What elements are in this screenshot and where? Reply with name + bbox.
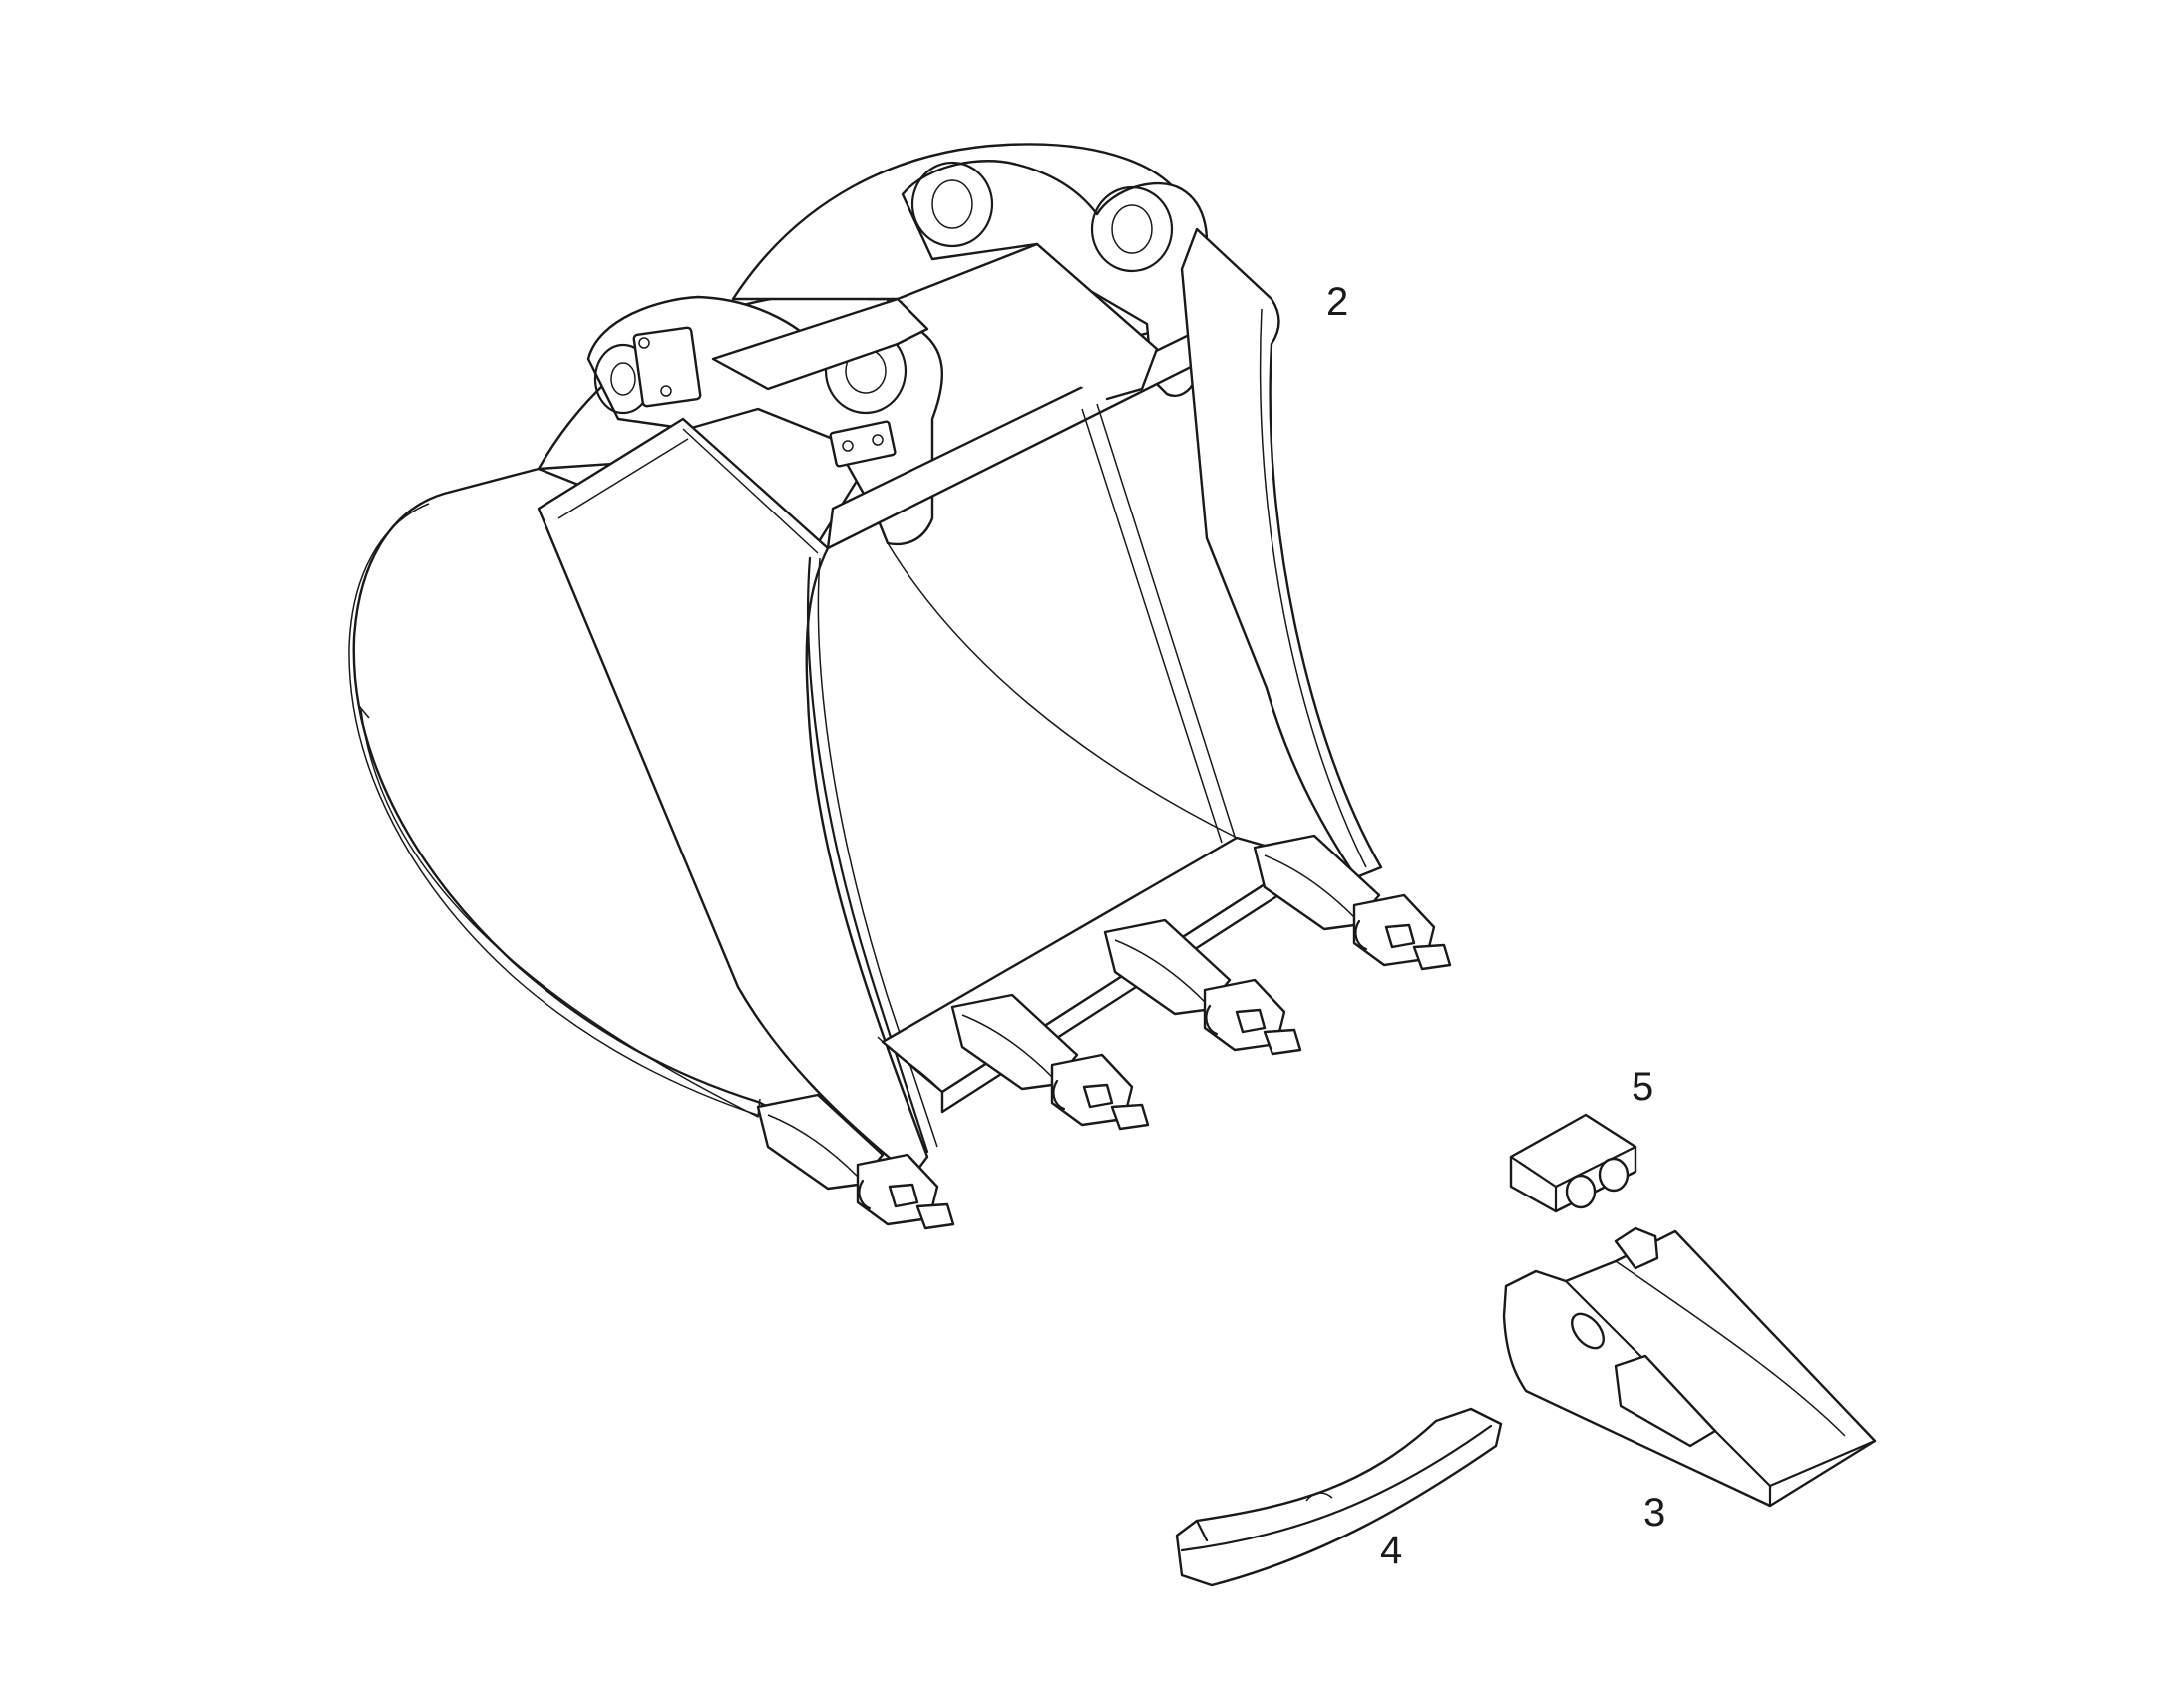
bucket-assembly bbox=[348, 143, 1452, 1230]
retainer-part bbox=[1509, 1113, 1637, 1213]
callout-5: 5 bbox=[1632, 1065, 1654, 1109]
lock-plate bbox=[632, 326, 702, 408]
right-ear-bore-1 bbox=[910, 161, 994, 248]
callout-2: 2 bbox=[1326, 280, 1349, 324]
tooth-adapter-4 bbox=[1253, 834, 1452, 971]
right-ear-plate bbox=[901, 160, 1209, 397]
callout-3: 3 bbox=[1643, 1491, 1666, 1535]
tooth-adapter-2 bbox=[950, 993, 1150, 1131]
tooth-pin-hole bbox=[1570, 1312, 1606, 1350]
bucket-tooth-part bbox=[1502, 1226, 1877, 1508]
wear-strip-part bbox=[1175, 1407, 1503, 1587]
bucket-right-side-plate bbox=[1180, 227, 1383, 879]
bucket-front-side-panel bbox=[537, 417, 929, 1179]
tooth-adapter-3 bbox=[1103, 918, 1302, 1056]
right-ear-bore-2 bbox=[1090, 185, 1174, 273]
tooth-adapter-1 bbox=[756, 1093, 955, 1230]
cutting-edge bbox=[881, 836, 1308, 1094]
top-cross-member bbox=[711, 297, 929, 391]
bucket-interior bbox=[887, 542, 1238, 839]
callout-4: 4 bbox=[1380, 1529, 1403, 1572]
